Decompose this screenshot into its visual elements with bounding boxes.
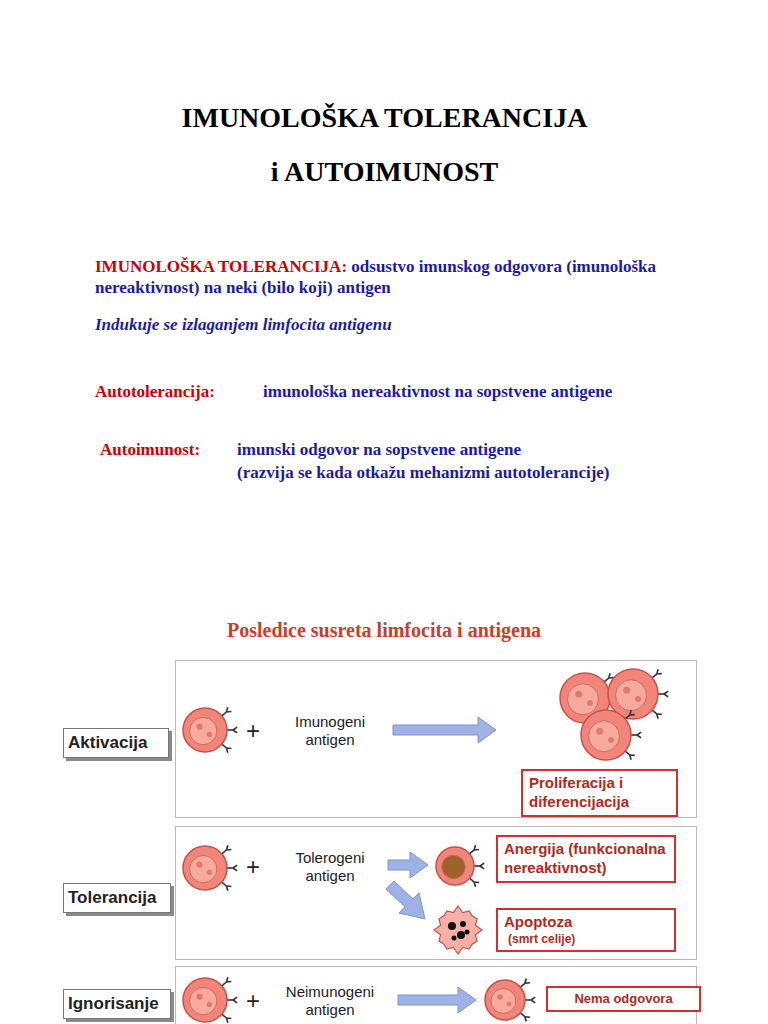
lymphocyte (436, 845, 484, 887)
box-text: Apoptoza (504, 913, 668, 932)
plus-sign: + (246, 853, 260, 881)
lymphocyte (183, 977, 237, 1023)
definition-body: imunski odgovor na sopstvene antigene(ra… (237, 438, 757, 484)
lymphocyte (608, 669, 668, 719)
lymphocyte (581, 710, 641, 760)
row-label: Ignorisanje (63, 989, 171, 1019)
text-label: Autoimunost: (100, 438, 237, 484)
result-box: Anergija (funkcionalna nereaktivnost) (496, 835, 676, 883)
box-text: Tolerancija (68, 888, 166, 908)
box-text: Ignorisanje (68, 994, 166, 1014)
lymphocytes (183, 669, 668, 1023)
lymphocyte (183, 707, 237, 753)
result-box: Proliferacija i diferencijacija (521, 769, 678, 817)
box-text: Nema odgovora (554, 991, 693, 1007)
lymphocyte (485, 978, 535, 1021)
section-heading: Posledice susreta limfocita i antigena (0, 619, 768, 642)
box-subtext: (smrt celije) (504, 932, 668, 947)
text-label: imunski odgovor na sopstvene antigene (237, 438, 757, 461)
outcome-panel: + Tolerogeni antigen Anergija (funkcionaln… (175, 826, 697, 960)
row-label: Aktivacija (63, 728, 169, 758)
apoptotic-cell (434, 906, 482, 954)
plus-sign: + (246, 717, 260, 745)
antigen-label: Imunogeni antigen (274, 713, 386, 749)
process-arrows (386, 717, 496, 1013)
definition: Autoimunost:imunski odgovor na sopstvene… (100, 438, 757, 484)
title: IMUNOLOŠKA TOLERANCIJA i AUTOIMUNOST (180, 91, 589, 199)
result-box: Nema odgovora (546, 986, 701, 1012)
definition: IMUNOLOŠKA TOLERANCIJA: odsustvo imunsko… (95, 256, 745, 298)
text-label: IMUNOLOŠKA TOLERANCIJA: (95, 257, 347, 276)
definition: Autotolerancija:imunološka nereaktivnost… (95, 381, 663, 403)
text-label: imunološka nereaktivnost na sopstvene an… (263, 381, 663, 403)
box-text: Anergija (funkcionalna nereaktivnost) (504, 840, 668, 878)
row-label: Tolerancija (63, 883, 171, 913)
note: Indukuje se izlaganjem limfocita antigen… (95, 314, 392, 335)
lymphocyte (183, 845, 237, 891)
outcome-panel: + Imunogeni antigenProliferacija i difere… (175, 660, 697, 818)
box-text: Proliferacija i diferencijacija (529, 774, 670, 812)
result-box: Apoptoza(smrt celije) (496, 908, 676, 952)
outcome-panel: + Neimunogeni antigen Nema odgovora (175, 966, 697, 1024)
plus-sign: + (246, 987, 260, 1015)
text-label: Autotolerancija: (95, 381, 263, 403)
antigen-label: Neimunogeni antigen (274, 983, 386, 1019)
text-label: Posledice susreta limfocita i antigena (227, 619, 541, 641)
text-label: Indukuje se izlaganjem limfocita antigen… (95, 315, 392, 334)
box-text: Aktivacija (68, 733, 164, 753)
antigen-label: Tolerogeni antigen (274, 849, 386, 885)
text-label: (razvija se kada otkažu mehanizmi autoto… (237, 461, 757, 484)
